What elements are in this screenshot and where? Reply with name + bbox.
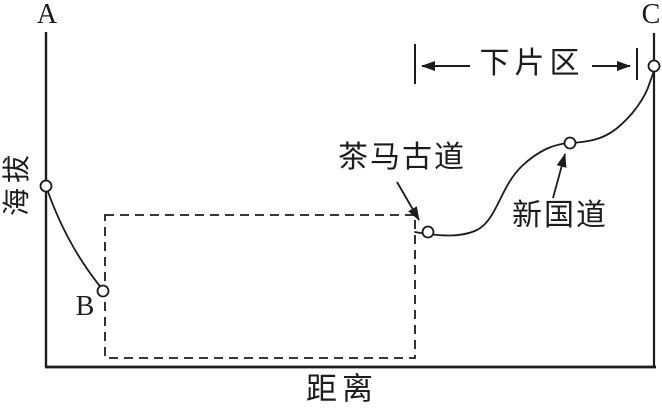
endpoint-b-label: B [75,291,95,322]
endpoint-c-label: C [641,0,661,30]
new-road-label: 新国道 [512,199,608,232]
profile-curve-a-to-b [45,185,104,291]
new-road-arrow [552,153,567,199]
zone-label: 下片区 [479,47,585,80]
ancient-road-arrow [396,181,420,221]
marker-point-b [96,284,110,298]
dashed-hidden-section-box [104,214,416,359]
endpoint-a-label: A [36,0,58,30]
x-axis-title: 距离 [306,371,378,407]
marker-ancient-road [421,225,435,239]
marker-profile-start [39,179,53,193]
marker-new-road [563,136,577,150]
marker-below-c [647,59,661,73]
ancient-road-label: 茶马古道 [338,141,466,174]
y-axis-title: 海拔 [2,149,33,217]
